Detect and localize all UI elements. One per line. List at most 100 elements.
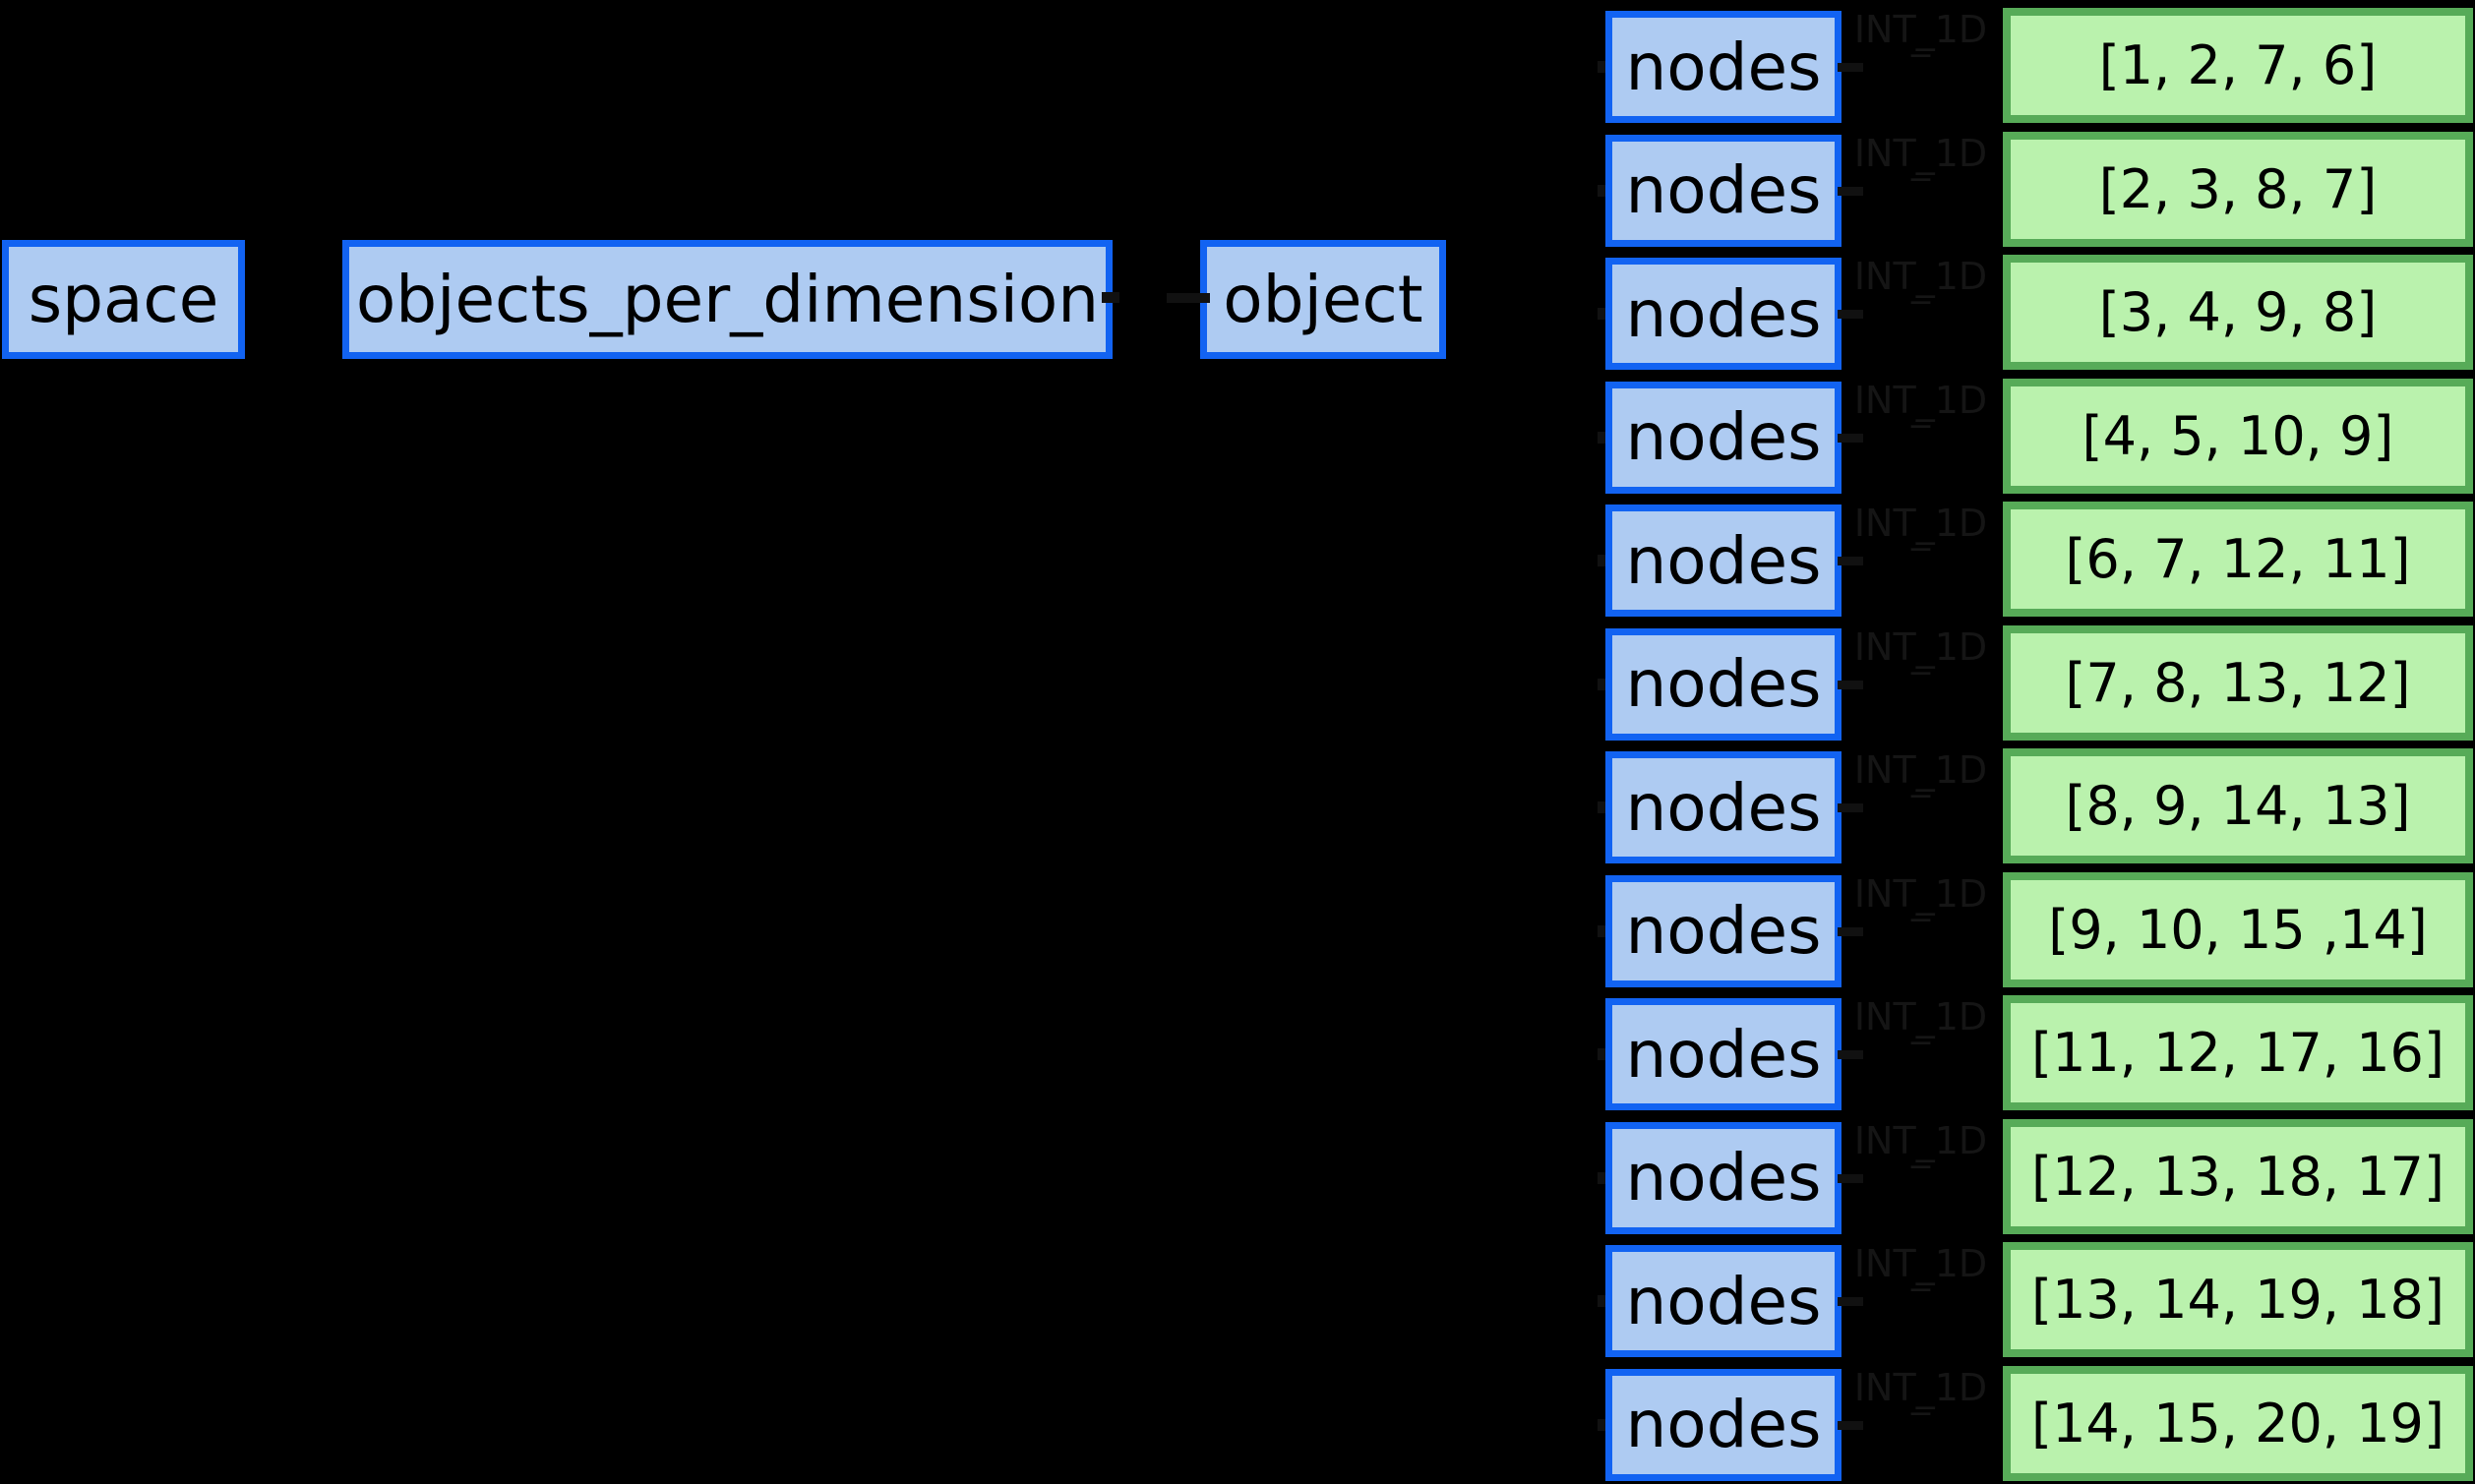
node-space-label: space <box>28 262 219 337</box>
edge-label-underscore: _ <box>1911 630 1930 675</box>
diagram-row: nodes INT_1D_ [13, 14, 19, 18] <box>0 1242 2475 1357</box>
node-array: [9, 10, 15 ,14] <box>2003 871 2473 987</box>
edge-label-underscore: _ <box>1911 1248 1930 1291</box>
edge-label-underscore: _ <box>1911 137 1930 181</box>
node-nodes: nodes <box>1605 381 1841 494</box>
edge-label-text: INT_1D <box>1853 378 1988 422</box>
node-nodes-label: nodes <box>1625 1387 1822 1462</box>
node-nodes-label: nodes <box>1625 29 1822 105</box>
node-array: [8, 9, 14, 13] <box>2003 748 2473 863</box>
node-array: [6, 7, 12, 11] <box>2003 502 2473 617</box>
edge-label-text: INT_1D <box>1853 131 1988 175</box>
array-values: [2, 3, 8, 7] <box>2098 157 2378 220</box>
node-nodes: nodes <box>1605 751 1841 863</box>
edge-label-underscore: _ <box>1911 261 1930 304</box>
node-array: [12, 13, 18, 17] <box>2003 1118 2473 1234</box>
edge-tail-stub <box>1838 1173 1863 1183</box>
node-nodes: nodes <box>1605 1368 1841 1481</box>
edge-label-underscore: _ <box>1911 1371 1930 1415</box>
node-space: space <box>2 240 245 359</box>
node-objects-per-dimension-label: objects_per_dimension <box>355 262 1100 337</box>
edge-tail-stub <box>1838 680 1863 689</box>
edge-label: INT_1D_ <box>1849 134 1992 212</box>
edge-label-underscore: _ <box>1911 507 1930 551</box>
node-nodes: nodes <box>1605 627 1841 741</box>
node-nodes-label: nodes <box>1625 522 1822 599</box>
edge-tail-stub <box>1838 1297 1863 1306</box>
node-nodes-label: nodes <box>1625 646 1822 722</box>
edge-label-underscore: _ <box>1911 754 1930 798</box>
diagram-row: nodes INT_1D_ [6, 7, 12, 11] <box>0 502 2475 617</box>
array-values: [4, 5, 10, 9] <box>2082 404 2394 467</box>
edge-label: INT_1D_ <box>1849 1121 1992 1200</box>
array-values: [1, 2, 7, 6] <box>2098 34 2378 96</box>
node-nodes: nodes <box>1605 258 1841 370</box>
edge-tail-stub <box>1838 1050 1863 1059</box>
node-nodes-label: nodes <box>1625 1016 1822 1093</box>
node-nodes-label: nodes <box>1625 1140 1822 1216</box>
edge-tail-stub <box>1838 186 1863 196</box>
node-array: [1, 2, 7, 6] <box>2003 8 2473 123</box>
node-object: object <box>1200 240 1446 359</box>
edge-label: INT_1D_ <box>1849 874 1992 953</box>
node-array: [7, 8, 13, 12] <box>2003 624 2473 741</box>
edge-label: INT_1D_ <box>1849 1244 1992 1323</box>
array-values: [9, 10, 15 ,14] <box>2048 898 2428 961</box>
diagram-row: nodes INT_1D_ [14, 15, 20, 19] <box>0 1365 2475 1481</box>
node-nodes: nodes <box>1605 1245 1841 1357</box>
edge-label-text: INT_1D <box>1853 255 1988 298</box>
edge-tail-stub <box>1838 557 1863 565</box>
node-nodes-label: nodes <box>1625 893 1822 969</box>
edge-label: INT_1D_ <box>1849 257 1992 335</box>
node-nodes-label: nodes <box>1625 769 1822 846</box>
edge-tail-stub <box>1838 63 1863 72</box>
array-values: [7, 8, 13, 12] <box>2065 651 2411 714</box>
diagram-row: nodes INT_1D_ [1, 2, 7, 6] <box>0 8 2475 123</box>
node-array: [4, 5, 10, 9] <box>2003 378 2473 494</box>
edge-label-text: INT_1D <box>1853 995 1988 1039</box>
edge-label-text: INT_1D <box>1853 8 1988 51</box>
node-nodes: nodes <box>1605 874 1841 987</box>
node-objects-per-dimension: objects_per_dimension <box>342 240 1113 359</box>
diagram-row: nodes INT_1D_ [4, 5, 10, 9] <box>0 378 2475 494</box>
edge-label-underscore: _ <box>1911 384 1930 428</box>
edge-label: INT_1D_ <box>1849 627 1992 706</box>
diagram-row: nodes INT_1D_ [12, 13, 18, 17] <box>0 1118 2475 1234</box>
edge-arrowhead <box>1167 293 1210 303</box>
edge-label: INT_1D_ <box>1849 504 1992 582</box>
edge-label-text: INT_1D <box>1853 624 1988 669</box>
diagram-row: nodes INT_1D_ [3, 4, 9, 8] <box>0 255 2475 370</box>
edge-tail-stub <box>1838 433 1863 443</box>
edge-tail-stub <box>1838 1420 1863 1430</box>
node-array: [13, 14, 19, 18] <box>2003 1242 2473 1357</box>
diagram-row: nodes INT_1D_ [8, 9, 14, 13] <box>0 748 2475 863</box>
edge-tail-stub <box>1838 310 1863 319</box>
node-nodes: nodes <box>1605 134 1841 247</box>
node-nodes: nodes <box>1605 11 1841 123</box>
diagram-row: nodes INT_1D_ [11, 12, 17, 16] <box>0 995 2475 1110</box>
array-values: [12, 13, 18, 17] <box>2031 1145 2445 1208</box>
edge-label-text: INT_1D <box>1853 871 1988 916</box>
node-nodes: nodes <box>1605 1121 1841 1234</box>
node-nodes-label: nodes <box>1625 399 1822 475</box>
edge-label: INT_1D_ <box>1849 750 1992 829</box>
edge-label-text: INT_1D <box>1853 748 1988 792</box>
edge-label-text: INT_1D <box>1853 1365 1988 1409</box>
node-array: [14, 15, 20, 19] <box>2003 1365 2473 1481</box>
edge-label-underscore: _ <box>1911 877 1930 921</box>
node-nodes-label: nodes <box>1625 152 1822 228</box>
edge-label: INT_1D_ <box>1849 381 1992 459</box>
edge-label: INT_1D_ <box>1849 1368 1992 1447</box>
edge-label-text: INT_1D <box>1853 1118 1988 1162</box>
node-object-label: object <box>1223 262 1423 337</box>
diagram-row: nodes INT_1D_ [7, 8, 13, 12] <box>0 624 2475 741</box>
edge-label-underscore: _ <box>1911 1001 1930 1044</box>
edge-tail-stub <box>1102 292 1119 303</box>
node-nodes: nodes <box>1605 505 1841 617</box>
diagram-row: nodes INT_1D_ [9, 10, 15 ,14] <box>0 871 2475 987</box>
array-values: [11, 12, 17, 16] <box>2031 1022 2445 1084</box>
array-values: [14, 15, 20, 19] <box>2031 1392 2445 1454</box>
array-values: [6, 7, 12, 11] <box>2065 528 2411 590</box>
edge-label-text: INT_1D <box>1853 502 1988 545</box>
